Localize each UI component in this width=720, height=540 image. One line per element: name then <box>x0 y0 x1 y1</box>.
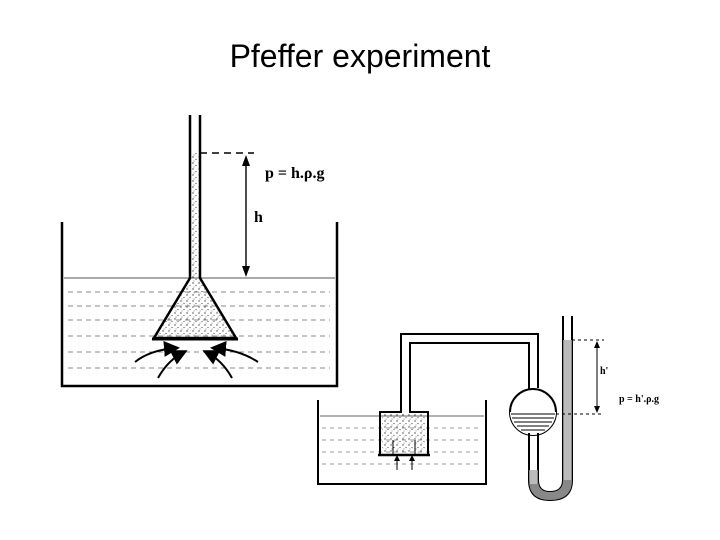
left-apparatus <box>60 115 339 388</box>
right-apparatus <box>317 316 604 502</box>
height-label-right: h' <box>600 366 609 377</box>
right-beaker <box>317 400 487 485</box>
left-beaker <box>60 222 339 388</box>
slide-title: Pfeffer experiment <box>229 38 491 74</box>
osmotic-cell <box>379 333 539 454</box>
pressure-formula-left: p = h.ρ.g <box>265 165 324 182</box>
pressure-formula-right: p = h'.ρ.g <box>619 394 659 405</box>
height-label-left: h <box>254 209 263 226</box>
